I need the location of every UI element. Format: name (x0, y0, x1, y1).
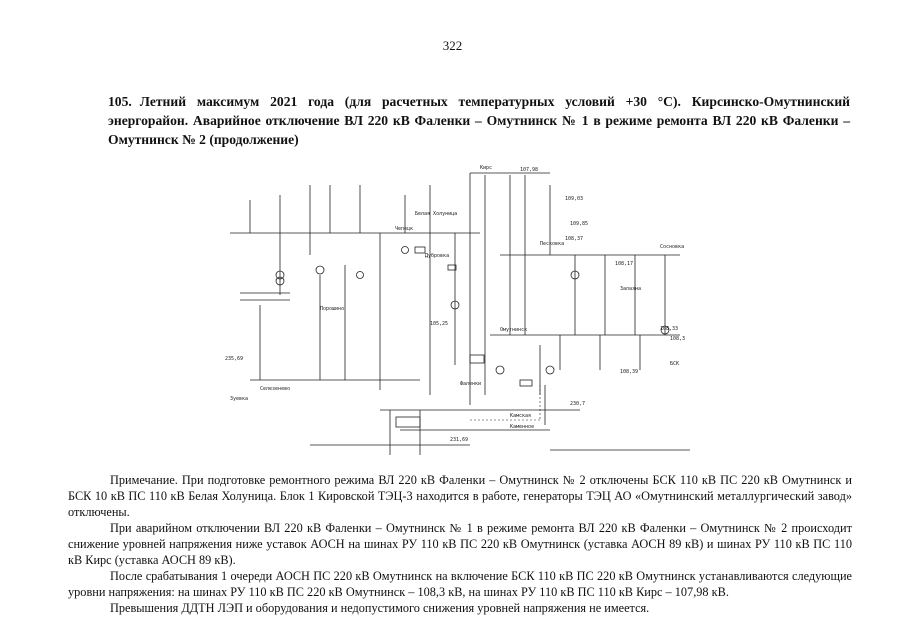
value-bus-2: 108,39 (620, 369, 638, 375)
value-bus-6: 105,25 (430, 321, 448, 327)
label-kamskaya: Камская (510, 413, 531, 419)
label-belaya-holunitsa: Белая Холуница (415, 211, 457, 217)
heading-number: 105. (108, 94, 132, 109)
label-falenki: Фаленки (460, 381, 481, 387)
heading-text: Летний максимум 2021 года (для расчетных… (108, 94, 850, 147)
note-paragraph-2: При аварийном отключении ВЛ 220 кВ Фален… (68, 521, 852, 567)
schematic-lines (230, 172, 690, 455)
value-bus-7: 108,37 (565, 236, 583, 242)
label-zalazna: Залазна (620, 286, 641, 292)
value-bus-1: 108,33 (660, 326, 678, 332)
note-paragraph-1: Примечание. При подготовке ремонтного ре… (68, 473, 852, 519)
label-chepetsk: Чепецк (395, 226, 413, 232)
page-number: 322 (442, 38, 463, 53)
schematic-labels: Кирс 107,98 Омутнинск Фаленки 230,7 231,… (225, 165, 685, 443)
value-bus-8: 109,85 (570, 221, 588, 227)
label-bsk: БСК (670, 361, 679, 367)
label-kirs: Кирс (480, 165, 492, 171)
label-poroshino: Порошино (320, 306, 344, 312)
schematic-svg: Кирс 107,98 Омутнинск Фаленки 230,7 231,… (225, 165, 690, 455)
schematic-dashed (470, 385, 541, 421)
label-selezenevo: Селезенево (260, 386, 290, 392)
label-omutninsk: Омутнинск (500, 327, 527, 333)
label-kamennoe: Каменное (510, 424, 534, 430)
value-falenki-1: 230,7 (570, 401, 585, 407)
note-paragraph-4: Превышения ДДТН ЛЭП и оборудования и нед… (110, 601, 650, 615)
note-paragraph-3: После срабатывания 1 очереди АОСН ПС 220… (68, 569, 852, 599)
value-kirs: 107,98 (520, 167, 538, 173)
section-heading: 105.Летний максимум 2021 года (для расче… (108, 92, 850, 149)
value-omutninsk-bus: 108,3 (670, 336, 685, 342)
label-dubrovka: Дубровка (425, 252, 449, 259)
value-bus-4: 109,03 (565, 196, 583, 202)
label-sosnovka: Сосновка (660, 244, 684, 250)
label-zuevka: Зуевка (230, 396, 248, 402)
value-bus-3: 235,69 (225, 356, 243, 362)
value-bus-5: 108,17 (615, 261, 633, 267)
value-falenki-2: 231,69 (450, 437, 468, 443)
notes-section: Примечание. При подготовке ремонтного ре… (68, 472, 852, 616)
power-grid-schematic: Кирс 107,98 Омутнинск Фаленки 230,7 231,… (220, 155, 710, 465)
label-peskovka: Песковка (540, 241, 564, 247)
